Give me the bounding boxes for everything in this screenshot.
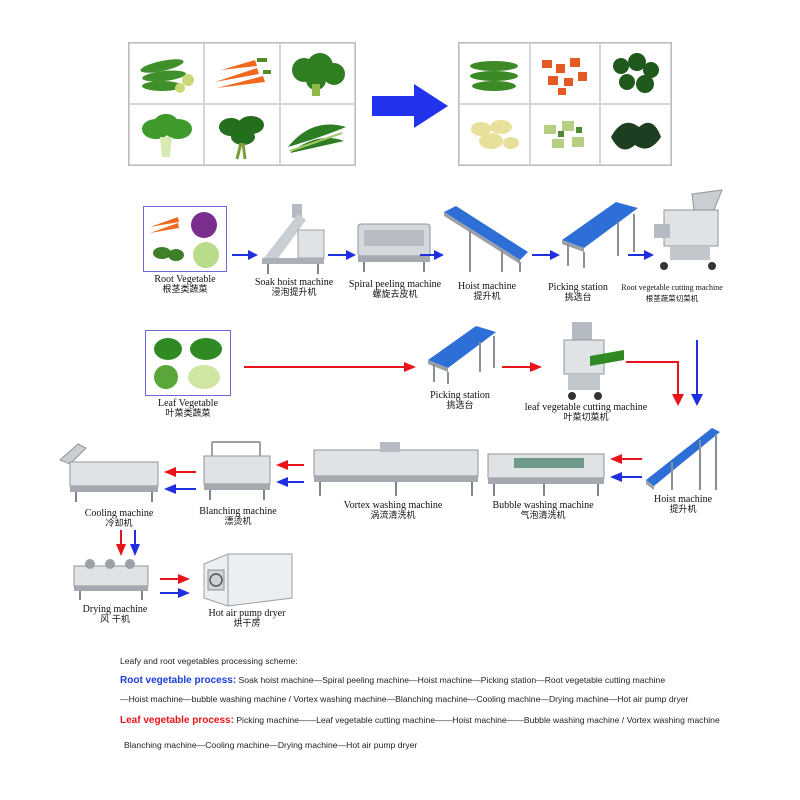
hoist-machine-image (444, 206, 528, 272)
dried-greens-image (529, 104, 601, 165)
flow-arrow-icon (244, 362, 416, 372)
leaf-process-line-2: Blanching machine—Cooling machine—Drying… (124, 740, 418, 750)
flow-arrow-icon (610, 454, 642, 464)
flow-arrow-icon (160, 574, 190, 584)
cooling-machine-image (59, 443, 159, 502)
root-cutting-machine-image (654, 189, 723, 270)
hot-air-pump-dryer-image (203, 553, 293, 607)
flow-arrow-icon (276, 460, 304, 470)
drying-machine-image (73, 559, 149, 600)
broccoli-image (279, 43, 355, 104)
picking-station-image (428, 326, 496, 384)
hoist-machine-image (646, 428, 720, 490)
flow-arrow-icon (232, 250, 258, 260)
bok-choy-image (129, 104, 205, 165)
leaf-cutting-machine-image (563, 322, 624, 400)
okra-processed-image (459, 43, 530, 104)
flow-arrow-icon (116, 530, 126, 556)
blanching-machine-image (203, 441, 271, 500)
leafy-greens-image (279, 104, 355, 165)
flow-arrow-icon (160, 588, 190, 598)
soak-hoist-machine-image (262, 204, 325, 274)
spiral-peeling-machine-image (357, 223, 431, 272)
spinach-image (204, 104, 280, 165)
carrot-image (204, 43, 280, 104)
flow-arrow-icon (130, 530, 140, 556)
leaf-vegetable-image (145, 330, 231, 396)
processed-vegetables-grid (458, 42, 672, 166)
flow-arrow-icon (164, 467, 196, 477)
root-vegetable-image (143, 206, 227, 272)
root-process-line-2: —Hoist machine—bubble washing machine / … (120, 694, 689, 704)
bubble-washing-machine-image (487, 453, 605, 496)
vortex-washing-machine-image (313, 442, 479, 496)
leaf-process-line-1: Leaf vegetable process: Picking machine—… (120, 715, 720, 726)
dried-cabbage-image (459, 104, 530, 165)
diced-carrot-image (529, 43, 601, 104)
flow-arrow-icon (610, 472, 642, 482)
picking-station-image (562, 202, 638, 268)
flow-arrow-icon (502, 362, 542, 372)
raw-vegetables-grid (128, 42, 356, 166)
dried-broccoli-image (600, 43, 671, 104)
right-arrow-icon (372, 84, 448, 128)
flow-arrow-icon (420, 250, 444, 260)
root-process-line-1: Root vegetable process: Soak hoist machi… (120, 675, 666, 686)
flow-arrow-icon (628, 250, 654, 260)
flow-arrow-icon (626, 361, 684, 406)
flow-arrow-icon (164, 484, 196, 494)
okra-image (129, 43, 205, 104)
scheme-heading: Leafy and root vegetables processing sch… (120, 656, 298, 666)
flow-arrow-icon (532, 250, 560, 260)
dried-seaweed-image (600, 104, 671, 165)
flow-arrow-icon (276, 477, 304, 487)
flow-arrow-icon (328, 250, 356, 260)
flow-arrow-icon (691, 340, 703, 406)
